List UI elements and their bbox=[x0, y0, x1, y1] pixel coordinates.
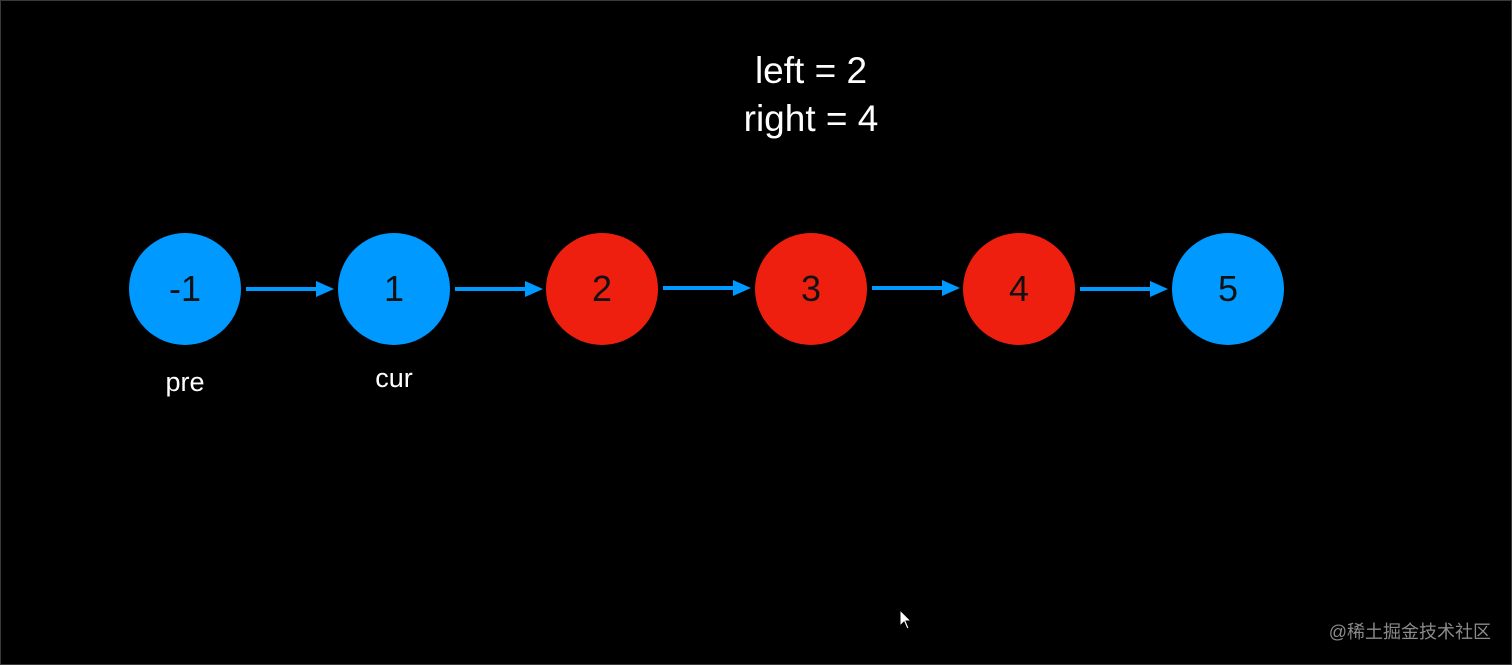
node-4: 4 bbox=[963, 233, 1075, 345]
arrow-4-5 bbox=[1080, 280, 1168, 298]
node-1: 1 bbox=[338, 233, 450, 345]
node-0: -1 bbox=[129, 233, 241, 345]
right-value-text: right = 4 bbox=[743, 98, 879, 139]
node-2: 2 bbox=[546, 233, 658, 345]
right-arrow-icon bbox=[1080, 281, 1168, 297]
cur-pointer-label: cur bbox=[375, 363, 413, 393]
node-value: 1 bbox=[383, 268, 405, 309]
pre-pointer-label: pre bbox=[165, 367, 205, 397]
watermark-text: @稀土掘金技术社区 bbox=[1328, 622, 1491, 642]
arrow-2-3 bbox=[663, 279, 751, 297]
right-arrow-icon bbox=[246, 281, 334, 297]
node-value: -1 bbox=[168, 268, 201, 309]
right-arrow-icon bbox=[872, 280, 960, 296]
left-value-text: left = 2 bbox=[754, 50, 868, 91]
mouse-pointer-icon bbox=[899, 608, 913, 636]
node-3: 3 bbox=[755, 233, 867, 345]
arrow-3-4 bbox=[872, 279, 960, 297]
node-value: 3 bbox=[800, 268, 822, 309]
node-5: 5 bbox=[1172, 233, 1284, 345]
node-value: 2 bbox=[591, 268, 613, 309]
right-arrow-icon bbox=[663, 280, 751, 296]
arrow-1-2 bbox=[455, 280, 543, 298]
variables-label: left = 2 right = 4 bbox=[661, 47, 961, 143]
node-value: 5 bbox=[1217, 268, 1239, 309]
right-arrow-icon bbox=[455, 281, 543, 297]
arrow-0-1 bbox=[246, 280, 334, 298]
node-value: 4 bbox=[1008, 268, 1030, 309]
